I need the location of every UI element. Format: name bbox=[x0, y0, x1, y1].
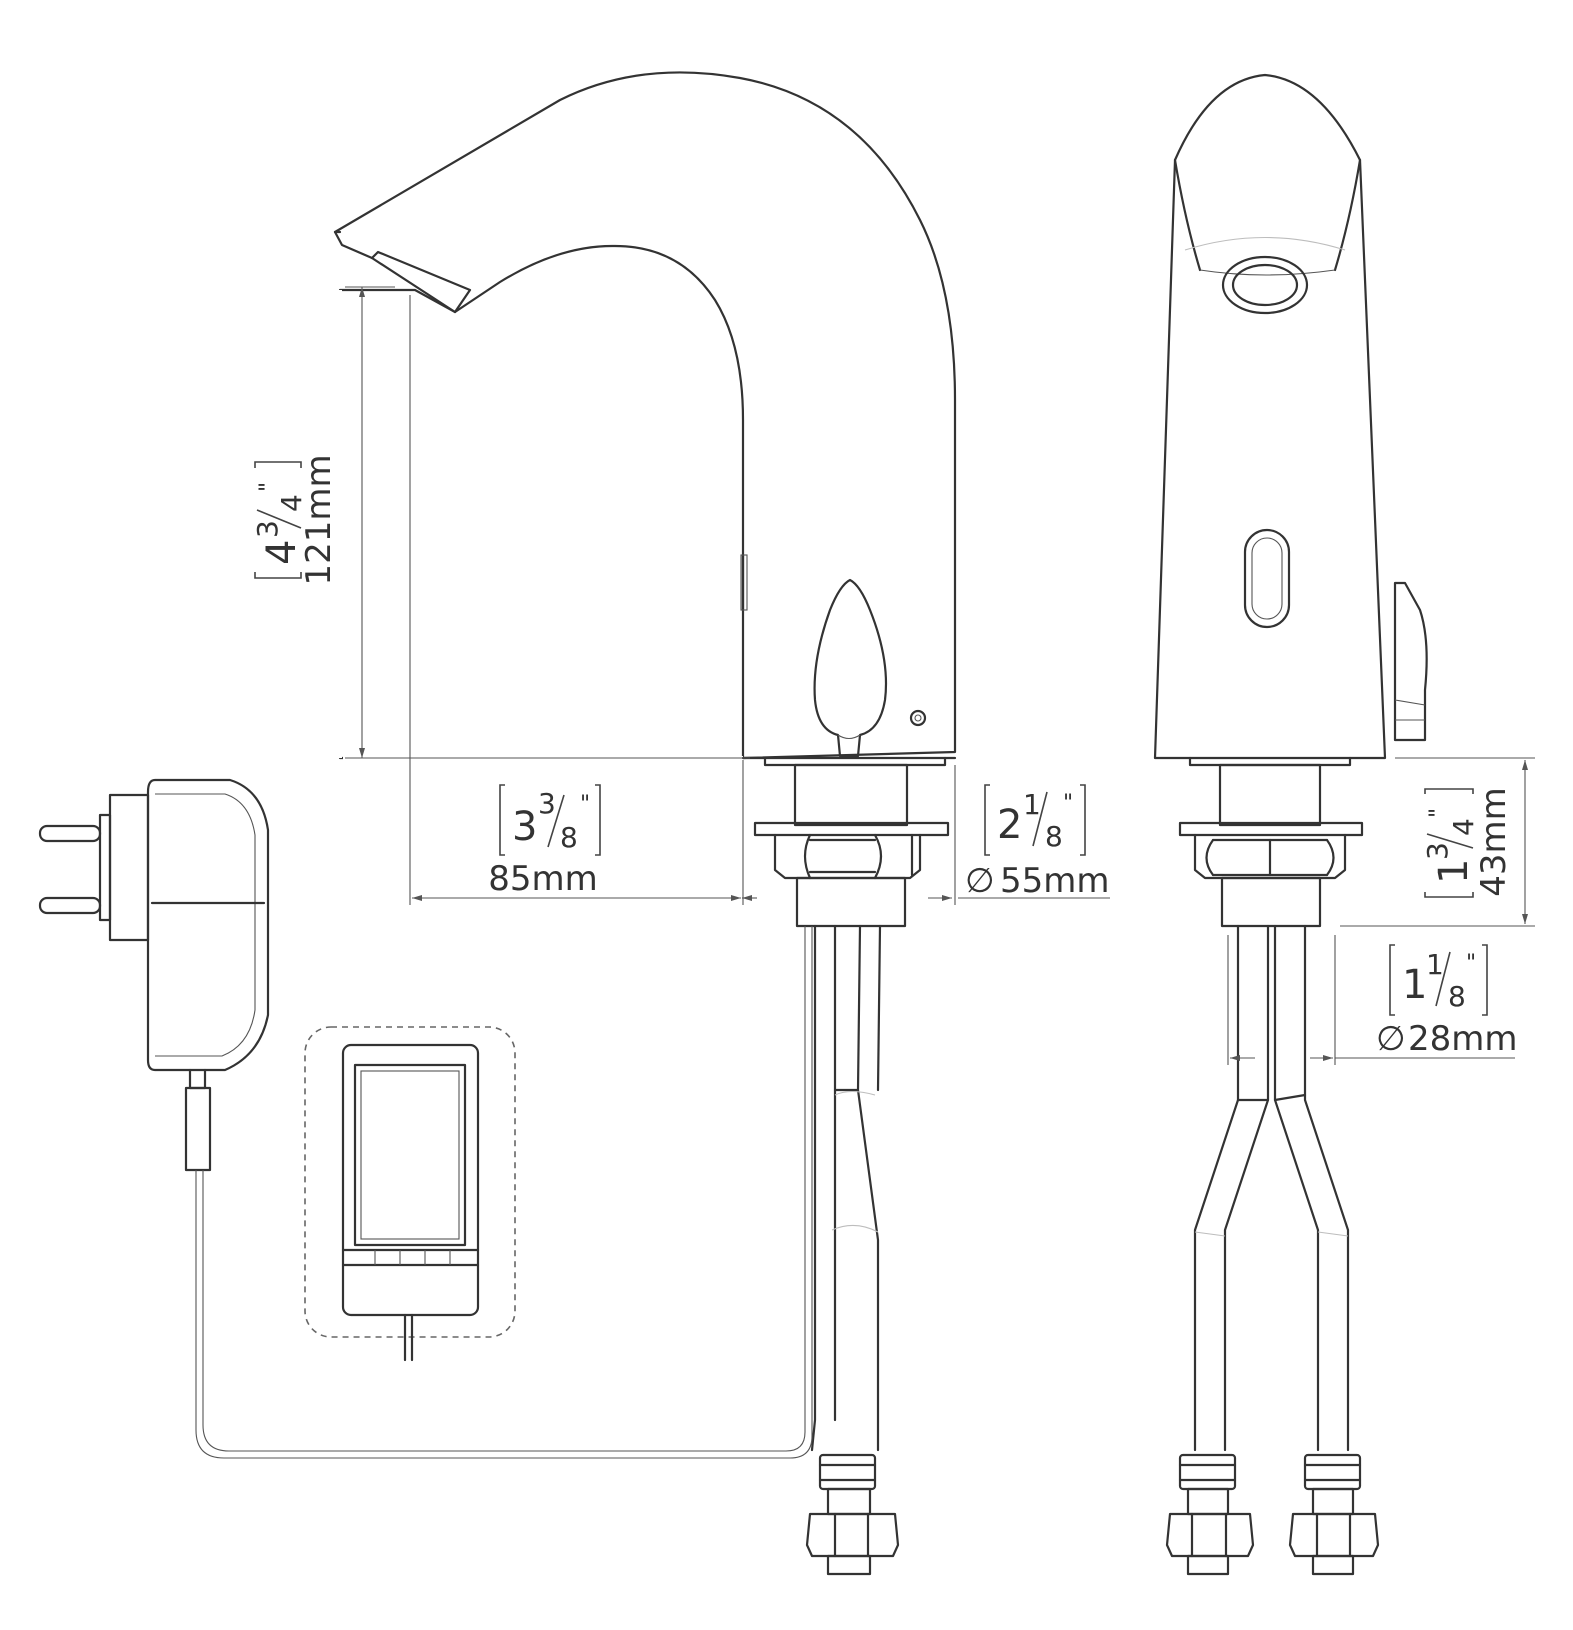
shank-diameter-den: 8 bbox=[1448, 980, 1466, 1013]
faucet-front-body bbox=[1153, 73, 1387, 760]
base-diameter-inch: " bbox=[1063, 791, 1073, 816]
base-diameter-symbol: ∅ bbox=[965, 861, 995, 901]
spout-reach-den: 8 bbox=[560, 821, 578, 854]
faucet-front-handle bbox=[1393, 581, 1428, 742]
base-height-inch: " bbox=[1426, 808, 1451, 818]
shank-diameter-num: 1 bbox=[1426, 948, 1444, 981]
base-height-mm: 43mm bbox=[1474, 787, 1514, 897]
dimension-base-height: 43mm 1 3 4 " bbox=[1340, 757, 1535, 927]
shank-diameter-symbol: ∅ bbox=[1376, 1019, 1406, 1059]
faucet-side-view bbox=[333, 71, 957, 1576]
base-diameter-num: 1 bbox=[1023, 788, 1041, 821]
spout-reach-num: 3 bbox=[538, 787, 556, 820]
spout-height-whole: 4 bbox=[259, 540, 305, 565]
shank-diameter-mm: 28mm bbox=[1408, 1019, 1518, 1059]
base-diameter-mm: 55mm bbox=[1000, 861, 1110, 901]
dimension-spout-reach: 85mm 3 3 8 " bbox=[409, 295, 744, 905]
spout-reach-whole: 3 bbox=[512, 804, 537, 850]
faucet-side-body bbox=[338, 244, 745, 760]
base-height-whole: 1 bbox=[1431, 859, 1477, 884]
base-diameter-den: 8 bbox=[1045, 820, 1063, 853]
base-height-num: 3 bbox=[1421, 842, 1454, 860]
base-height-den: 4 bbox=[1447, 818, 1480, 836]
spout-height-mm: 121mm bbox=[299, 454, 339, 585]
dimension-shank-diameter: ∅ 28mm 1 1 8 " bbox=[1227, 935, 1518, 1065]
faucet-front-view bbox=[1153, 73, 1428, 1576]
spout-reach-mm: 85mm bbox=[488, 859, 598, 899]
spout-reach-inch: " bbox=[580, 792, 590, 817]
faucet-side-spout-outer bbox=[333, 71, 957, 760]
base-diameter-whole: 2 bbox=[997, 802, 1022, 848]
spout-height-inch: " bbox=[256, 482, 281, 492]
shank-diameter-inch: " bbox=[1466, 951, 1476, 976]
faucet-side-handle bbox=[813, 578, 888, 758]
shank-diameter-whole: 1 bbox=[1402, 962, 1427, 1008]
power-adapter bbox=[38, 778, 813, 1459]
control-box bbox=[304, 1026, 516, 1362]
spout-height-num: 3 bbox=[251, 520, 284, 538]
spout-aerator-lip bbox=[370, 250, 472, 314]
dimension-spout-height: 121mm 4 3 4 " bbox=[251, 286, 750, 759]
spout-height-den: 4 bbox=[275, 494, 308, 512]
dimension-base-diameter: ∅ 55mm 2 1 8 " bbox=[742, 765, 1110, 905]
